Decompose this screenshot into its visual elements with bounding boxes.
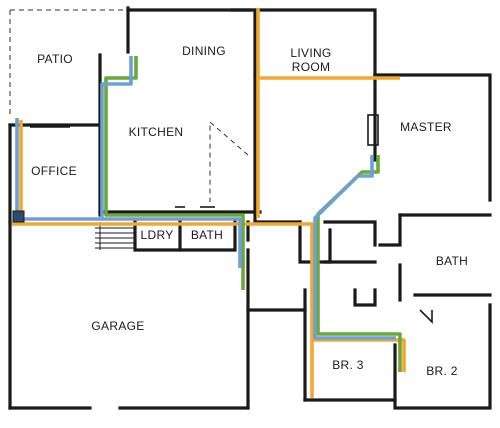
room-label-office: OFFICE [31, 164, 77, 178]
room-label-kitchen: KITCHEN [129, 125, 184, 139]
walls [8, 6, 492, 410]
room-label-bath-master: BATH [436, 254, 468, 268]
room-label-patio: PATIO [37, 52, 73, 66]
panel-box-icon [12, 210, 25, 223]
orange-route-br2 [312, 338, 406, 372]
room-label-laundry: LDRY [141, 228, 174, 242]
wiring-routes [12, 8, 406, 398]
room-label-living-2: ROOM [292, 60, 331, 74]
patio-outline [9, 9, 249, 202]
orange-route-main [12, 222, 314, 398]
room-label-living-1: LIVING [290, 46, 331, 60]
room-label-garage: GARAGE [91, 319, 144, 333]
orange-route-living [256, 76, 400, 218]
green-route-kitchen [104, 56, 245, 290]
room-label-dining: DINING [182, 44, 226, 58]
room-label-br3: BR. 3 [332, 358, 364, 372]
room-labels: PATIO DINING LIVING ROOM MASTER KITCHEN … [31, 44, 468, 378]
stairs [95, 222, 135, 250]
room-label-br2: BR. 2 [426, 364, 458, 378]
blue-route-kitchen [100, 56, 242, 268]
room-label-master: MASTER [400, 120, 452, 134]
room-label-bath-hall: BATH [191, 228, 223, 242]
blue-route-master [313, 155, 396, 340]
